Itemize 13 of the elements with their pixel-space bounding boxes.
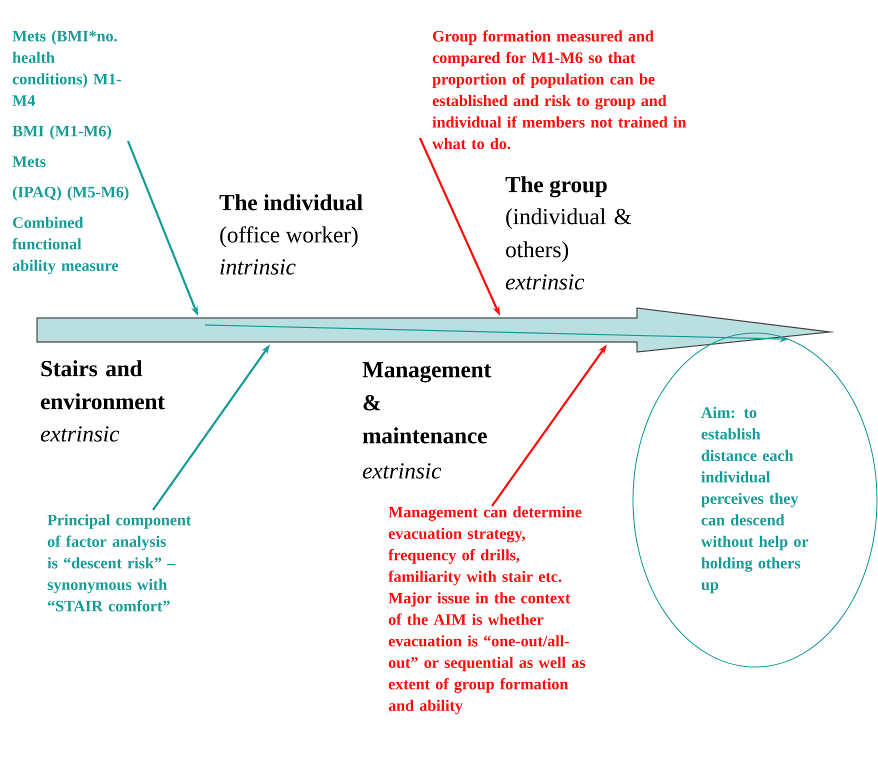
category-label: The group [506, 176, 607, 198]
annotation-text: Group formation measured and compared for M1-M6 so that proportion of population can be established and risk to group and individual if members not trained in what to do. [432, 30, 686, 150]
category-label: (office worker) [220, 226, 358, 248]
spine-arrow [36, 307, 836, 353]
annotation-text: Management can determine evacuation strategy, frequency of drills, familiarity with stair etc. Major issue in the context of the AIM is whether evacuation is “one-out/all-out” or sequential as well as extent of group formation and ability [388, 506, 586, 714]
annotation-text: Principal component of factor analysis is “descent risk” – synonymous with “STAIR comfort” [47, 514, 192, 612]
category-label: (individual & others) [506, 208, 632, 262]
category-label: The individual [220, 194, 363, 210]
category-label: extrinsic [362, 463, 442, 479]
annotation-text: Mets (BMI*no. health conditions) M1-M4 BMI (M1-M6) Mets (IPAQ) (M5-M6) Combined functional ability measure [12, 30, 128, 274]
category-label: extrinsic [40, 426, 120, 442]
category-label: intrinsic [220, 259, 296, 275]
category-label: extrinsic [506, 274, 584, 290]
